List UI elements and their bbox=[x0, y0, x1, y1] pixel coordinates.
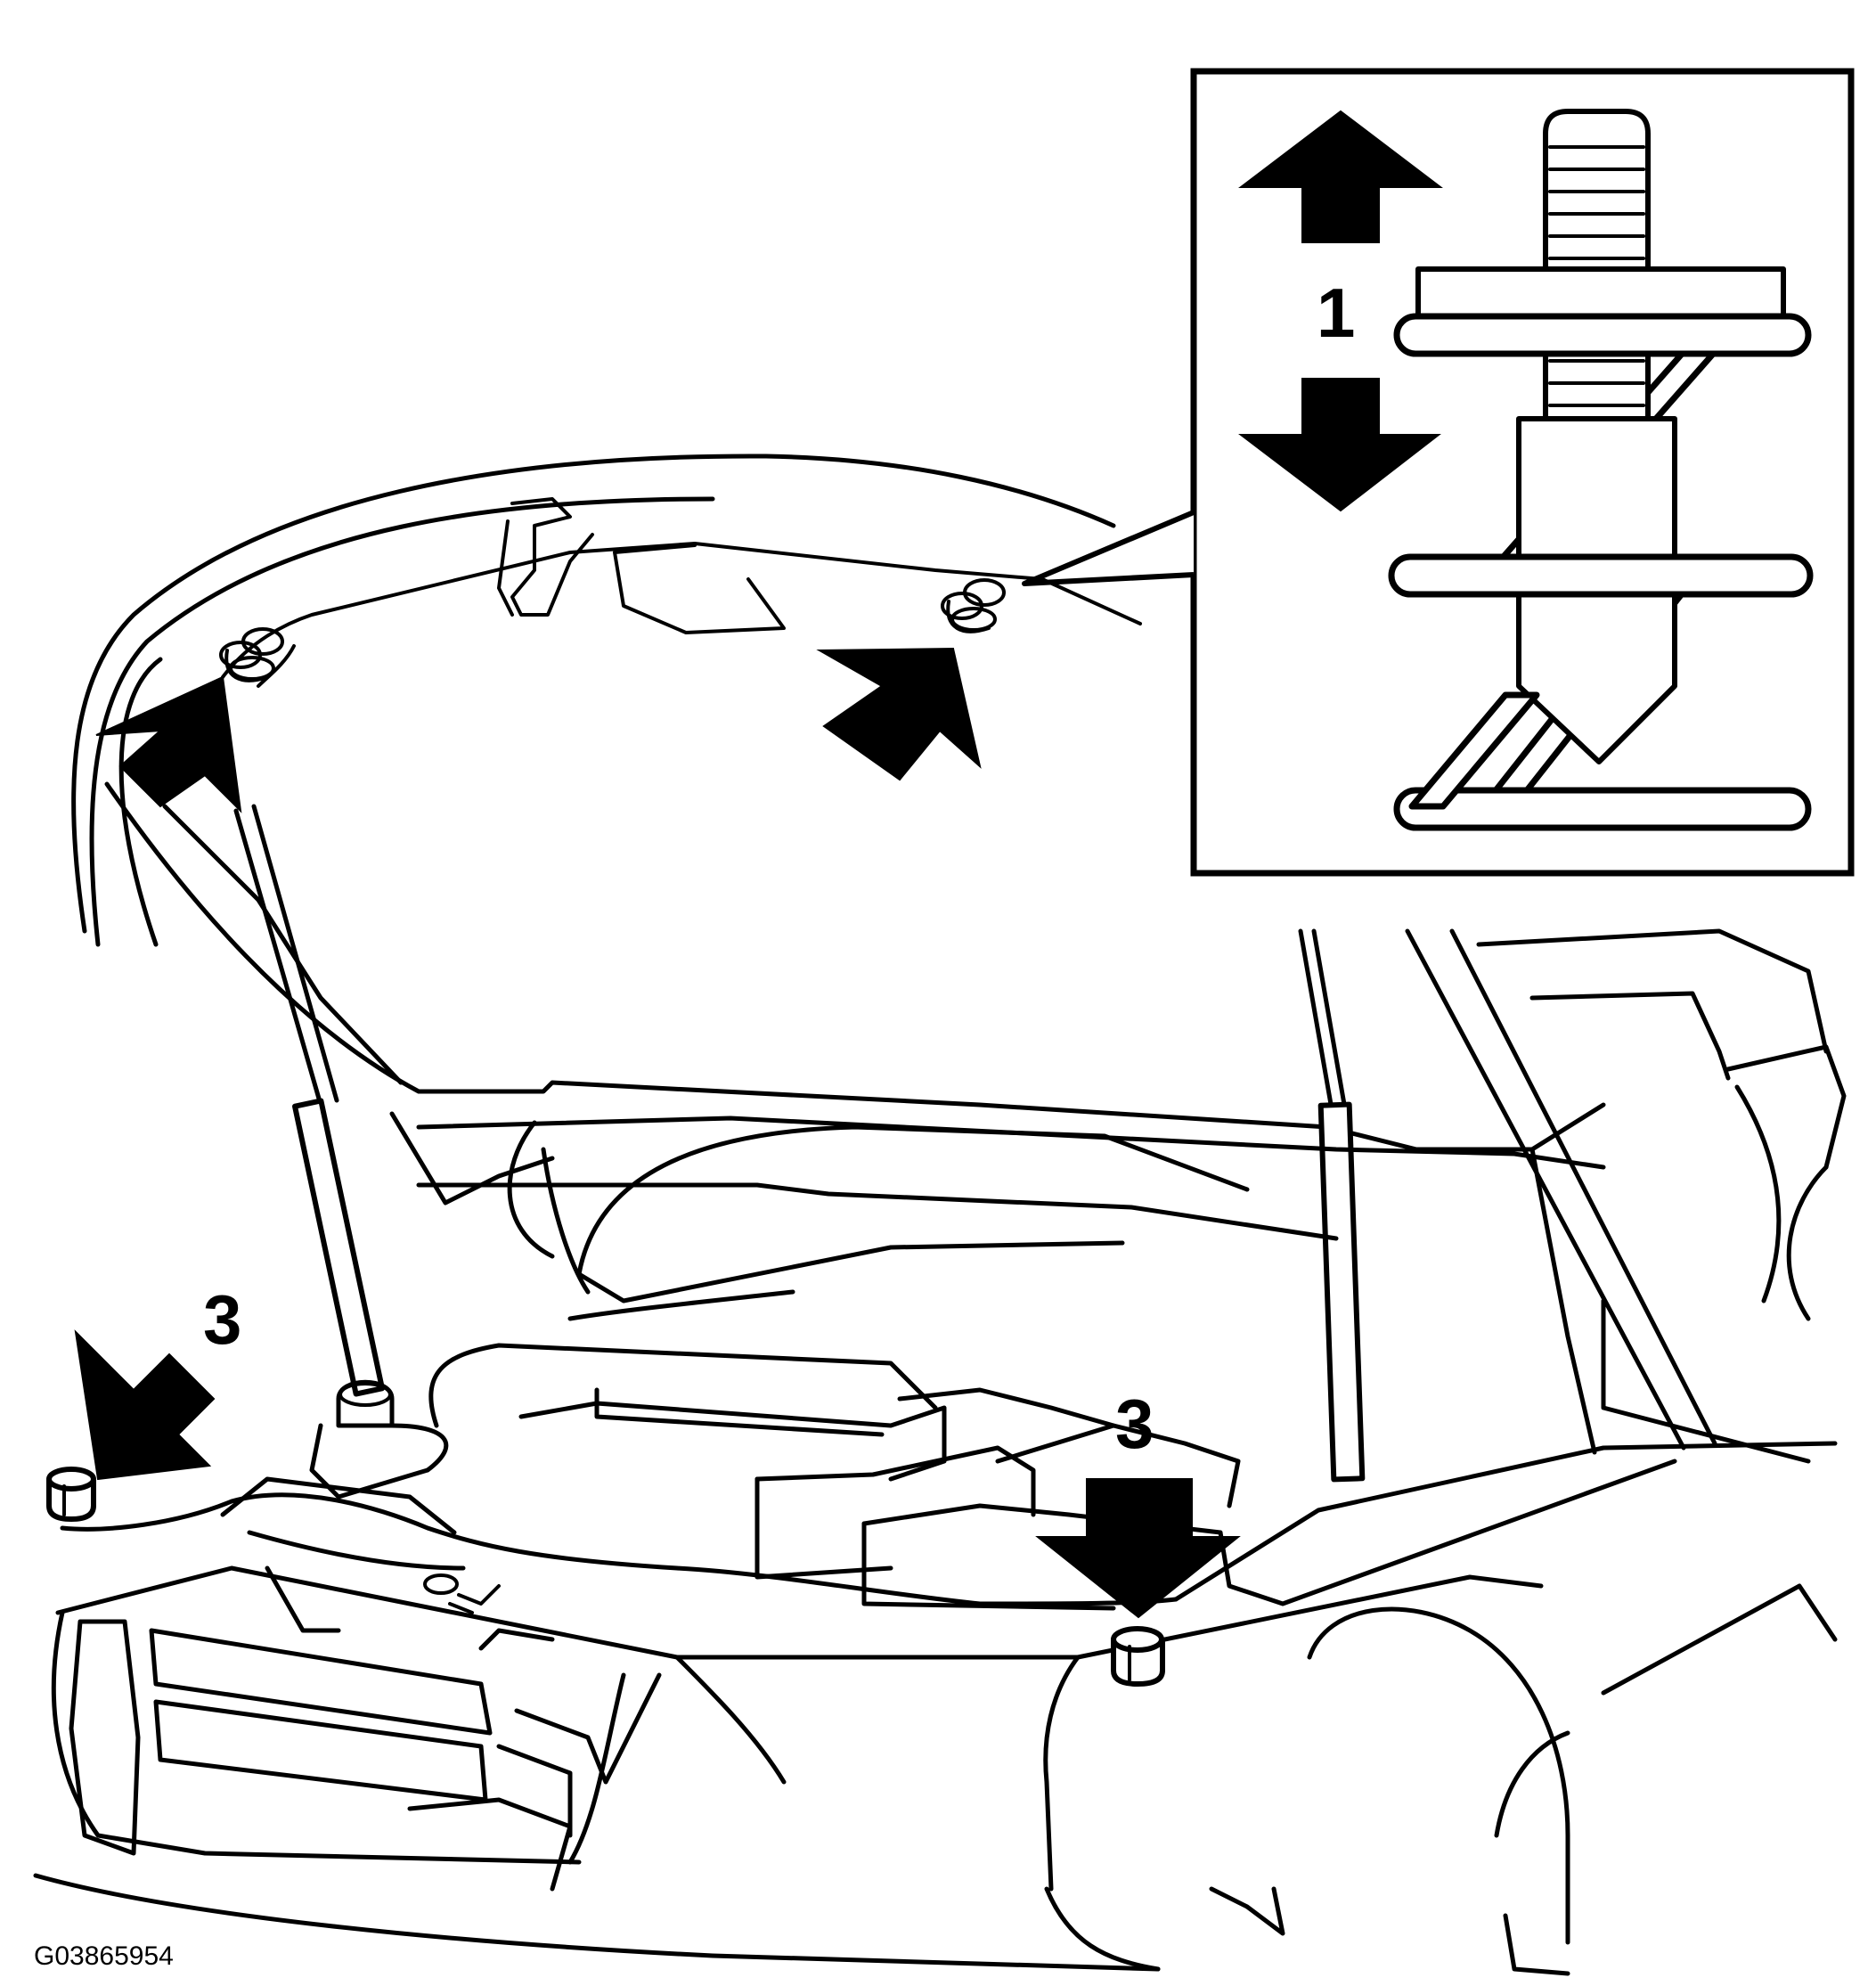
inset-leader-pointer bbox=[1022, 510, 1195, 586]
arrow-diagonal-icon bbox=[95, 675, 242, 813]
hood-clip-icon bbox=[219, 627, 284, 682]
clip-top-bar bbox=[1393, 313, 1812, 357]
engine-bay bbox=[60, 928, 1847, 1976]
arrow-diagonal-icon bbox=[74, 1329, 216, 1481]
hood-gas-strut-left bbox=[233, 804, 385, 1397]
hood-gas-strut-right bbox=[1298, 928, 1366, 1483]
clip-detail-inset: 1 bbox=[1190, 68, 1855, 877]
arrow-down-icon bbox=[1035, 1478, 1241, 1619]
left-bump-stop-callout: 3 bbox=[203, 1280, 241, 1359]
hood-clip-icon bbox=[941, 578, 1006, 633]
rubber-bump-stop-left bbox=[46, 1467, 96, 1522]
clip-middle-bar bbox=[1388, 553, 1814, 598]
right-bump-stop-callout: 3 bbox=[1115, 1385, 1154, 1463]
clip-bottom-bar bbox=[1393, 787, 1812, 831]
front-bumper-grille bbox=[33, 1530, 1544, 1972]
hood-support-rod-right bbox=[1405, 928, 1717, 1451]
clip-front-strand bbox=[1408, 691, 1540, 810]
arrow-down-icon bbox=[1238, 378, 1441, 512]
arrow-diagonal-icon bbox=[816, 647, 982, 781]
inset-callout-label: 1 bbox=[1317, 274, 1355, 352]
arrow-up-icon bbox=[1238, 110, 1443, 243]
hood-latch-striker bbox=[497, 497, 594, 617]
figure-code: G03865954 bbox=[34, 1941, 174, 1971]
clip-threaded-pin bbox=[1543, 109, 1651, 421]
rubber-bump-stop-right bbox=[1111, 1626, 1165, 1687]
